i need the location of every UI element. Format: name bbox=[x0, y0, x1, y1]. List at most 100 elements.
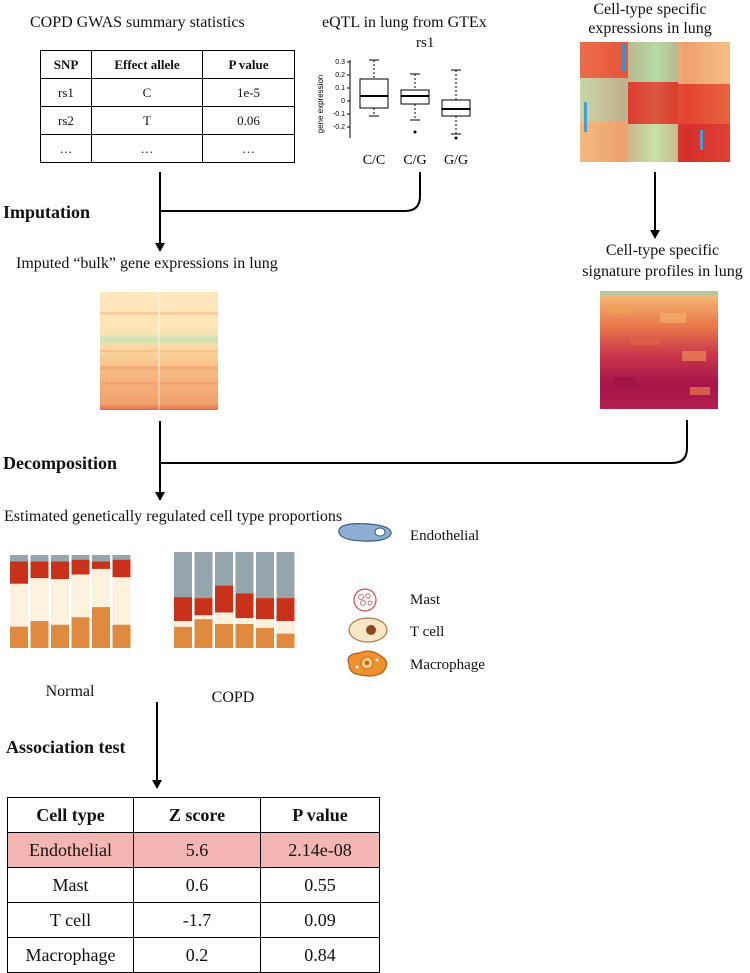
celltype-expr-title-line2: expressions in lung bbox=[588, 20, 712, 37]
bar-segment-macrophage bbox=[10, 626, 28, 648]
bar-segment-mast bbox=[112, 559, 131, 578]
table-row: … … … bbox=[40, 134, 295, 163]
legend-icons bbox=[338, 523, 392, 677]
bar-segment-endothelial bbox=[235, 552, 254, 594]
gwas-cell: rs2 bbox=[40, 106, 92, 135]
group-label-copd: COPD bbox=[211, 689, 255, 706]
bar-segment-tcell bbox=[112, 577, 131, 625]
t-cell-icon bbox=[348, 617, 388, 643]
bar-segment-tcell bbox=[92, 568, 110, 608]
signature-title-line1: Cell-type specific bbox=[605, 242, 720, 259]
gwas-table: SNP Effect allele P value rs1 C 1e-5 rs2… bbox=[40, 50, 295, 163]
assoc-header-celltype: Cell type bbox=[7, 797, 134, 833]
bar-segment-mast bbox=[276, 598, 295, 622]
bar-segment-endothelial bbox=[194, 552, 213, 599]
bar-segment-endothelial bbox=[215, 552, 233, 586]
table-row-highlighted: Endothelial 5.6 2.14e-08 bbox=[7, 832, 380, 868]
eqtl-genotype-label: C/G bbox=[403, 153, 426, 168]
assoc-cell: T cell bbox=[7, 902, 134, 938]
normal-bars bbox=[10, 555, 131, 648]
gwas-cell: T bbox=[91, 106, 203, 135]
bar-segment-tcell bbox=[30, 578, 49, 622]
assoc-cell: -1.7 bbox=[133, 902, 261, 938]
bar-segment-macrophage bbox=[92, 607, 110, 648]
bar-segment-mast bbox=[92, 561, 110, 569]
eqtl-genotype-label: C/C bbox=[363, 153, 386, 168]
assoc-header-pvalue: P value bbox=[260, 797, 380, 833]
bar-segment-tcell bbox=[10, 583, 28, 627]
gwas-cell: … bbox=[40, 134, 92, 163]
gwas-cell: … bbox=[91, 134, 203, 163]
assoc-cell: 0.09 bbox=[260, 902, 380, 938]
bar-segment-macrophage bbox=[215, 624, 233, 648]
bar-segment-mast bbox=[30, 561, 49, 579]
bar-segment-tcell bbox=[174, 621, 192, 627]
signature-heatmap-blocks bbox=[600, 291, 718, 395]
signature-profile-heatmap bbox=[600, 291, 718, 409]
gwas-title: COPD GWAS summary statistics bbox=[30, 14, 245, 31]
bar-segment-endothelial bbox=[71, 555, 90, 560]
gwas-cell: 1e-5 bbox=[202, 78, 295, 107]
macrophage-icon bbox=[347, 650, 388, 677]
legend-mast: Mast bbox=[410, 592, 440, 608]
proportion-bars bbox=[10, 552, 295, 648]
bar-segment-tcell bbox=[256, 619, 274, 628]
assoc-cell: 0.84 bbox=[260, 937, 380, 973]
assoc-header-zscore: Z score bbox=[133, 797, 261, 833]
estimated-title: Estimated genetically regulated cell typ… bbox=[4, 508, 343, 525]
table-row: Macrophage 0.2 0.84 bbox=[7, 937, 380, 973]
eqtl-title: eQTL in lung from GTEx bbox=[322, 14, 487, 31]
eqtl-ytick: -0.1 bbox=[333, 111, 345, 118]
imputation-label: Imputation bbox=[3, 202, 91, 222]
gwas-cell: … bbox=[202, 134, 295, 163]
bar-segment-endothelial bbox=[10, 555, 28, 562]
assoc-cell: Endothelial bbox=[7, 832, 134, 868]
bar-segment-mast bbox=[194, 598, 213, 616]
gwas-header-snp: SNP bbox=[40, 50, 92, 79]
assoc-cell: 5.6 bbox=[133, 832, 261, 868]
bar-segment-macrophage bbox=[194, 619, 213, 648]
bar-segment-macrophage bbox=[51, 624, 69, 648]
bar-segment-tcell bbox=[235, 618, 254, 624]
imputed-heatmap-stripes bbox=[100, 292, 218, 410]
bar-segment-tcell bbox=[276, 621, 295, 634]
bar-segment-macrophage bbox=[276, 633, 295, 648]
eqtl-boxplot: gene expression 0.3 0.2 0.1 0 -0.1 -0.2 bbox=[316, 59, 471, 168]
eqtl-ylabel: gene expression bbox=[316, 75, 325, 134]
bar-segment-endothelial bbox=[30, 555, 49, 562]
eqtl-ytick: 0.1 bbox=[335, 85, 345, 92]
table-row: T cell -1.7 0.09 bbox=[7, 902, 380, 938]
signature-title: Cell-type specific signature profiles in… bbox=[575, 240, 750, 282]
bar-segment-tcell bbox=[194, 615, 213, 620]
bar-segment-macrophage bbox=[256, 627, 274, 648]
bar-segment-macrophage bbox=[112, 624, 131, 648]
signature-title-line2: signature profiles in lung bbox=[582, 263, 743, 280]
bar-segment-endothelial bbox=[92, 555, 110, 562]
table-row: rs2 T 0.06 bbox=[40, 106, 295, 135]
eqtl-box-cc bbox=[359, 59, 389, 117]
association-label: Association test bbox=[6, 737, 126, 757]
gwas-header-allele: Effect allele bbox=[91, 50, 203, 79]
eqtl-ytick: 0.2 bbox=[335, 72, 345, 79]
bar-segment-mast bbox=[256, 598, 274, 620]
bar-segment-tcell bbox=[71, 574, 90, 618]
bar-segment-macrophage bbox=[71, 617, 90, 648]
legend-endothelial: Endothelial bbox=[410, 528, 480, 544]
association-table: Cell type Z score P value Endothelial 5.… bbox=[7, 797, 380, 973]
assoc-cell: 0.55 bbox=[260, 867, 380, 903]
bar-segment-endothelial bbox=[112, 555, 131, 560]
eqtl-snp-label: rs1 bbox=[416, 35, 435, 51]
assoc-cell: 2.14e-08 bbox=[260, 832, 380, 868]
eqtl-ytick: 0.3 bbox=[335, 59, 345, 66]
bar-segment-macrophage bbox=[235, 624, 254, 648]
endothelial-icon bbox=[338, 523, 392, 542]
bar-segment-macrophage bbox=[174, 626, 192, 648]
eqtl-ytick: -0.2 bbox=[333, 124, 345, 131]
mast-icon bbox=[353, 588, 377, 612]
copd-bars bbox=[174, 552, 295, 648]
assoc-cell: 0.2 bbox=[133, 937, 261, 973]
bar-segment-mast bbox=[10, 561, 28, 584]
bar-segment-endothelial bbox=[256, 552, 274, 599]
celltype-expression-heatmap bbox=[580, 42, 730, 162]
